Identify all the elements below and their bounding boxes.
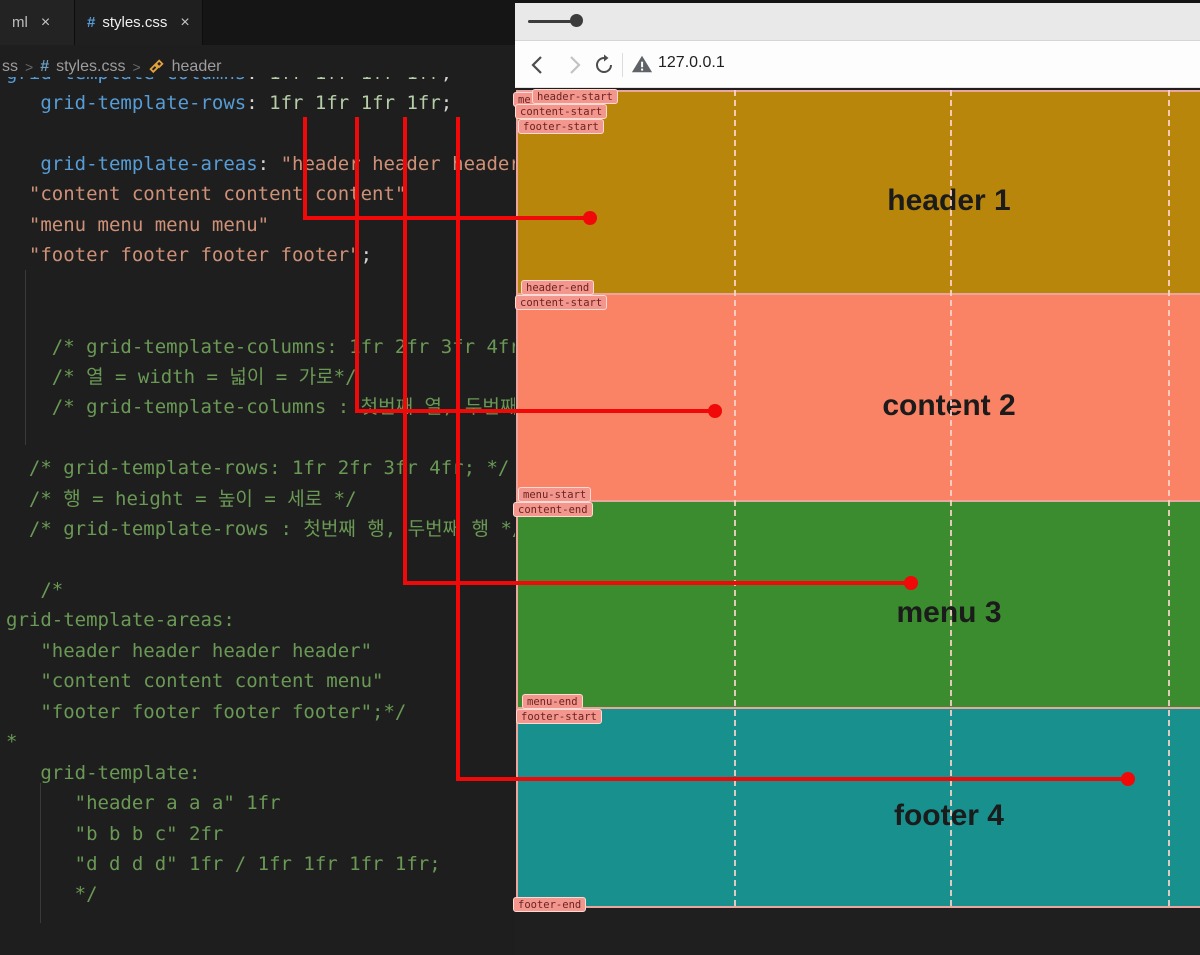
css-file-icon: # <box>87 14 96 31</box>
reload-icon[interactable] <box>592 53 616 77</box>
code-line: /* 열 = width = 넓이 = 가로*/ <box>51 365 357 388</box>
css-selector-icon <box>148 58 165 75</box>
code-line: /* grid-template-columns: 1fr 2fr 3fr 4f… <box>51 335 515 358</box>
code-line: */ <box>74 883 98 906</box>
code-line: /* grid-template-rows : 첫번째 행, 두번째 행 */ <box>28 518 515 541</box>
grid-area-label: footer 4 <box>893 798 1004 832</box>
grid-area-label: content 2 <box>882 388 1016 422</box>
grid-line-badge-menu-start: menu-start <box>518 487 592 502</box>
close-icon[interactable]: × <box>180 13 190 31</box>
grid-area-footer: footer 4 <box>516 707 1200 906</box>
code-line: /* grid-template-columns : 첫번째 열, 두번째 열 … <box>51 396 515 419</box>
slider-track <box>528 20 578 23</box>
code-line: "header header header header" <box>40 639 373 662</box>
code-line: "footer footer footer footer";*/ <box>40 700 407 723</box>
annotation-line-vertical-2 <box>355 117 359 413</box>
back-icon[interactable] <box>527 53 551 77</box>
indent-guide <box>25 270 26 445</box>
grid-area-label: menu 3 <box>896 595 1002 629</box>
breadcrumb-leading[interactable]: ss <box>2 57 18 75</box>
grid-line-badge-menu-end: menu-end <box>522 694 583 709</box>
annotation-dot-3 <box>904 576 918 590</box>
grid-line-badge-content-start: content-start <box>515 295 608 310</box>
grid-line-badge-content-end: content-end <box>513 502 593 517</box>
annotation-line-horizontal-2 <box>355 409 717 413</box>
tab-label: ml <box>12 14 28 31</box>
code-line <box>0 301 515 331</box>
code-line: "content content content content" <box>28 183 407 206</box>
code-line: /* grid-template-rows: 1fr 2fr 3fr 4fr; … <box>28 457 510 480</box>
tab-label: styles.css <box>102 14 168 31</box>
code-line <box>0 118 515 148</box>
annotation-line-horizontal-1 <box>303 216 592 220</box>
forward-icon[interactable] <box>561 53 585 77</box>
annotation-line-vertical-3 <box>403 117 407 585</box>
browser-title-bar <box>515 0 1200 40</box>
grid-left-line <box>516 90 518 906</box>
address-bar-url[interactable]: 127.0.0.1 <box>658 54 725 71</box>
toolbar-divider <box>622 53 623 77</box>
grid-column-line <box>950 90 952 906</box>
grid-row-line <box>516 500 1200 502</box>
grid-column-line <box>1168 90 1170 906</box>
code-line <box>0 423 515 453</box>
code-line: "footer footer footer footer"; <box>28 244 373 267</box>
grid-area-label: header 1 <box>887 183 1011 217</box>
code-line: grid-template-areas: "header header head… <box>40 152 515 175</box>
code-editor-panel: ml × # styles.css × ss > # styles.css > head… <box>0 0 515 955</box>
annotation-dot-4 <box>1121 772 1135 786</box>
grid-line-badge-footer-start: footer-start <box>518 119 604 134</box>
code-line: "content content content menu" <box>40 670 384 693</box>
not-secure-warning-icon[interactable] <box>631 53 655 77</box>
breadcrumb-symbol[interactable]: header <box>171 57 222 75</box>
grid-row-line <box>516 293 1200 295</box>
annotation-line-horizontal-4 <box>456 777 1130 781</box>
breadcrumb: ss > # styles.css > header <box>0 45 515 88</box>
editor-tab-bar: ml × # styles.css × <box>0 0 515 45</box>
grid-row-line <box>516 90 1200 92</box>
grid-line-badge-footer-end: footer-end <box>513 897 587 912</box>
css-file-icon: # <box>40 57 50 75</box>
annotation-line-horizontal-3 <box>403 581 913 585</box>
code-line: * <box>6 731 18 754</box>
grid-row-line <box>516 707 1200 709</box>
code-line: /* <box>40 579 64 601</box>
annotation-line-vertical-1 <box>303 117 307 220</box>
indent-guide <box>40 783 41 923</box>
code-line <box>0 545 515 575</box>
breadcrumb-file[interactable]: styles.css <box>56 57 126 75</box>
slider-handle[interactable] <box>570 14 583 27</box>
browser-toolbar: 127.0.0.1 <box>515 40 1200 88</box>
code-line: "header a a a" 1fr <box>74 792 281 815</box>
grid-column-line <box>734 90 736 906</box>
tab-ml[interactable]: ml × <box>0 0 75 45</box>
tab-stylescss[interactable]: # styles.css × <box>75 0 203 45</box>
annotation-line-vertical-4 <box>456 117 460 781</box>
chevron-right-icon: > <box>25 58 34 75</box>
grid-area-header: header 1 <box>516 90 1200 293</box>
code-line: grid-template: <box>40 761 201 784</box>
grid-area-menu: menu 3 <box>516 500 1200 707</box>
code-line <box>0 271 515 301</box>
grid-area-content: content 2 <box>516 293 1200 500</box>
code-line: "menu menu menu menu" <box>28 213 270 236</box>
grid-line-badge-footer-start: footer-start <box>516 709 602 724</box>
code-line: "b b b c" 2fr <box>74 822 224 845</box>
annotation-dot-2 <box>708 404 722 418</box>
grid-line-badge-header-end: header-end <box>521 280 595 295</box>
clipped-code-line: grid-template-columns: 1fr 1fr 1fr 1fr; <box>0 77 515 88</box>
code-line: grid-template-areas: <box>6 609 235 632</box>
code-line: "d d d d" 1fr / 1fr 1fr 1fr 1fr; <box>74 852 441 875</box>
code-line: grid-template-rows: 1fr 1fr 1fr 1fr; <box>40 92 453 114</box>
chevron-right-icon: > <box>132 58 141 75</box>
grid-line-badge-header-start: header-start <box>532 89 618 104</box>
grid-line-badge-content-start: content-start <box>515 104 608 119</box>
annotation-dot-1 <box>583 211 597 225</box>
code-line: /* 행 = height = 높이 = 세로 */ <box>28 487 357 510</box>
code-area[interactable]: grid-template-rows: 1fr 1fr 1fr 1fr; gri… <box>0 88 515 948</box>
close-icon[interactable]: × <box>40 13 51 31</box>
grid-row-line <box>516 906 1200 908</box>
